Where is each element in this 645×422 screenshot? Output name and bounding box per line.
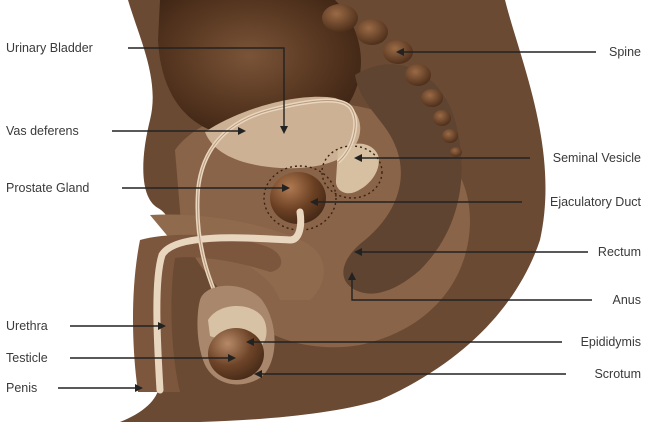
label-spine: Spine: [609, 45, 641, 59]
label-prostate-gland: Prostate Gland: [6, 181, 89, 195]
label-epididymis: Epididymis: [581, 335, 641, 349]
label-scrotum: Scrotum: [594, 367, 641, 381]
label-rectum: Rectum: [598, 245, 641, 259]
label-vas-deferens: Vas deferens: [6, 124, 79, 138]
label-ejaculatory-duct: Ejaculatory Duct: [550, 195, 641, 209]
label-penis: Penis: [6, 381, 37, 395]
label-urethra: Urethra: [6, 319, 48, 333]
label-testicle: Testicle: [6, 351, 48, 365]
label-urinary-bladder: Urinary Bladder: [6, 41, 93, 55]
label-seminal-vesicle: Seminal Vesicle: [553, 151, 641, 165]
label-anus: Anus: [613, 293, 642, 307]
